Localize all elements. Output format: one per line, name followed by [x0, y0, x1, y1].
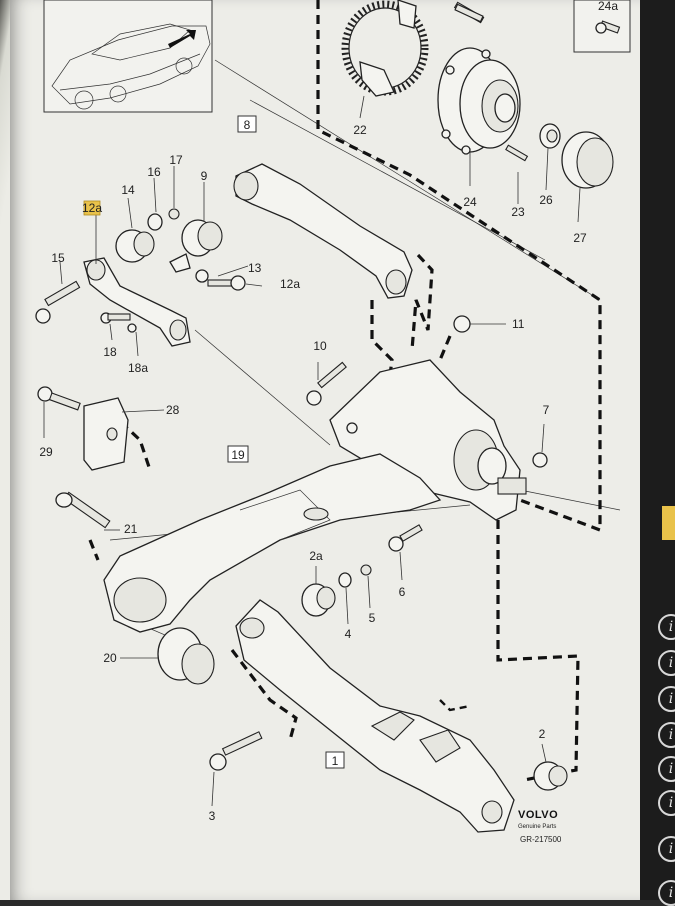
callout-23[interactable]: 23 [511, 205, 525, 219]
callout-29[interactable]: 29 [39, 445, 53, 459]
nut-17 [168, 208, 180, 220]
upper-control-arm-8 [233, 163, 413, 299]
bolt-3 [209, 731, 263, 771]
brand-block: VOLVO Genuine Parts GR-217500 [518, 809, 562, 844]
bushing-14 [115, 229, 155, 263]
callout-1[interactable]: 1 [332, 754, 339, 768]
brand-subtitle: Genuine Parts [518, 824, 556, 830]
hub-cap-27 [561, 131, 614, 189]
info-icon[interactable]: i [658, 836, 675, 862]
nut-11 [453, 315, 471, 333]
callout-26[interactable]: 26 [539, 193, 553, 207]
bushing-2 [533, 761, 568, 791]
right-sidebar [640, 0, 675, 900]
info-icon[interactable]: i [658, 650, 675, 676]
callout-24[interactable]: 24 [463, 195, 477, 209]
callout-5[interactable]: 5 [369, 611, 376, 625]
bolt-29 [37, 386, 81, 411]
washer-16 [147, 213, 163, 231]
callout-13-highlight[interactable] [83, 200, 101, 216]
callout-28[interactable]: 28 [166, 403, 180, 417]
callout-3[interactable]: 3 [209, 809, 216, 823]
callout-15[interactable]: 15 [51, 251, 65, 265]
callout-18[interactable]: 18 [103, 345, 117, 359]
callout-22[interactable]: 22 [353, 123, 367, 137]
trailing-arm-1 [235, 599, 515, 833]
bolt-12 [195, 269, 246, 291]
callout-13[interactable]: 12a [82, 201, 102, 215]
callout-2a[interactable]: 2a [309, 549, 323, 563]
info-icon[interactable]: i [658, 614, 675, 640]
callout-4[interactable]: 4 [345, 627, 352, 641]
bolt-6 [388, 524, 423, 552]
info-icon[interactable]: i [658, 790, 675, 816]
callout-9[interactable]: 9 [201, 169, 208, 183]
hub-nut-26 [539, 123, 561, 149]
callout-19[interactable]: 19 [231, 448, 245, 462]
lower-arm-19 [103, 453, 442, 633]
bushing-2a [301, 583, 336, 617]
callout-12a[interactable]: 13 [248, 261, 262, 275]
callout-20[interactable]: 20 [103, 651, 117, 665]
toe-link-13 [83, 257, 191, 347]
callout-12[interactable]: 12a [280, 277, 300, 291]
callout-11[interactable]: 11 [512, 317, 525, 331]
callout-24a[interactable]: 24a [598, 0, 618, 13]
callout-27[interactable]: 27 [573, 231, 587, 245]
callout-7[interactable]: 7 [543, 403, 550, 417]
info-icon[interactable]: i [658, 686, 675, 712]
bolt-21 [55, 491, 111, 529]
callout-2[interactable]: 2 [539, 727, 546, 741]
part-24a-box [573, 0, 631, 53]
nut-5 [360, 564, 372, 576]
info-icon[interactable]: i [658, 756, 675, 782]
callout-14[interactable]: 14 [121, 183, 135, 197]
callout-18a[interactable]: 18a [128, 361, 148, 375]
diagram-code: GR-217500 [520, 835, 562, 844]
brand-name: VOLVO [518, 809, 558, 821]
callout-10[interactable]: 10 [313, 339, 327, 353]
wheel-hub-24 [437, 1, 529, 162]
callout-17[interactable]: 17 [169, 153, 183, 167]
callout-6[interactable]: 6 [399, 585, 406, 599]
callout-16[interactable]: 16 [147, 165, 161, 179]
bushing-20 [157, 627, 215, 685]
callout-8[interactable]: 8 [244, 118, 251, 132]
bolt-23 [454, 3, 484, 23]
bracket-28 [83, 397, 129, 471]
callout-21[interactable]: 21 [124, 522, 138, 536]
abs-sensor-ring-22 [341, 0, 429, 97]
bolt-15 [35, 280, 81, 324]
washer-4 [338, 572, 352, 588]
highlight-tab[interactable] [662, 506, 675, 540]
callout-labels: 12a 8 19 1 24a 14 16 17 9 15 13 12a 18 1… [39, 0, 618, 823]
nut-7 [532, 452, 548, 468]
bolt-18 [100, 312, 137, 333]
label-leaders [43, 95, 581, 807]
info-icon[interactable]: i [658, 722, 675, 748]
car-thumbnail [43, 0, 213, 113]
bushing-9 [169, 219, 223, 273]
bolt-10 [306, 361, 347, 406]
